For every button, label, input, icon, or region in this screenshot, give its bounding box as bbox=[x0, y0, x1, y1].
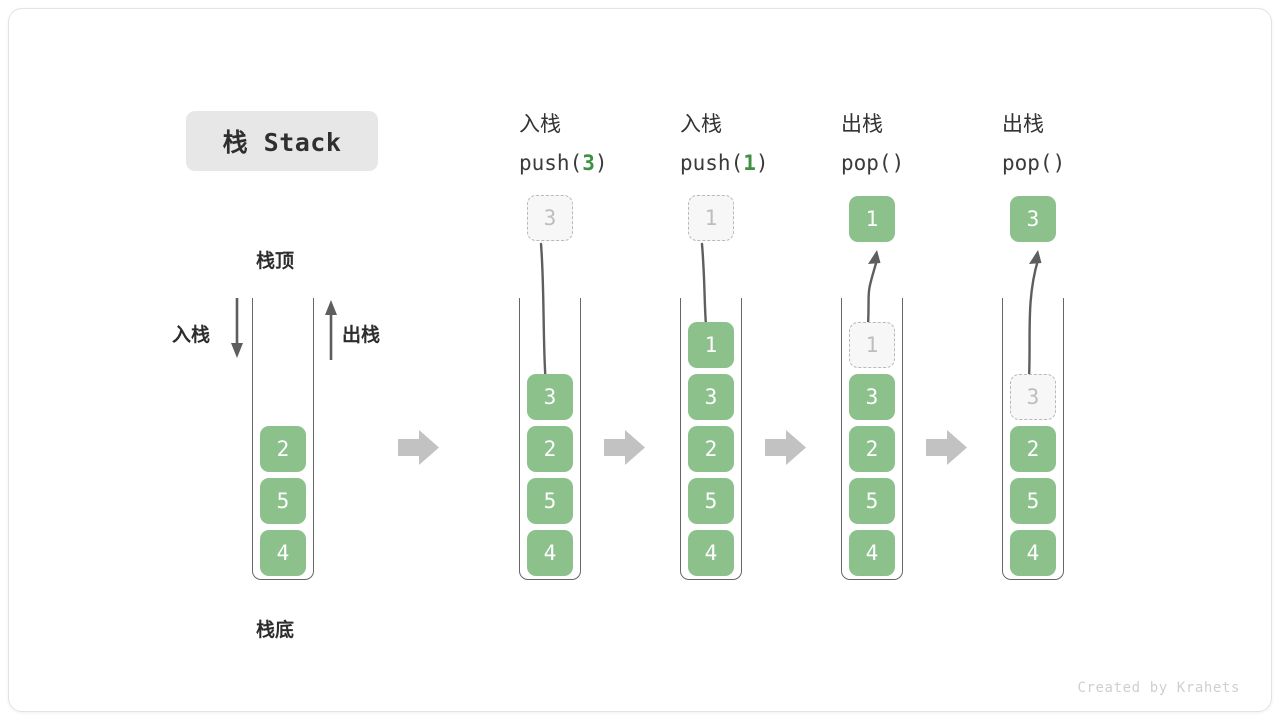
step-op-code: pop() bbox=[1002, 144, 1065, 182]
pending-push-value: 1 bbox=[688, 195, 734, 241]
step-op-code: push(3) bbox=[519, 144, 608, 182]
code-prefix: push( bbox=[519, 151, 583, 175]
stack-cell: 2 bbox=[527, 426, 573, 472]
step-op-label: 入栈 bbox=[519, 113, 561, 136]
code-suffix: ) bbox=[594, 151, 608, 175]
stack-cell-ghost: 1 bbox=[849, 322, 895, 368]
stack-cell: 1 bbox=[688, 322, 734, 368]
step-header-pop-3: 出栈 pop() bbox=[1002, 106, 1065, 182]
stack-cell: 2 bbox=[849, 426, 895, 472]
left-stack-container bbox=[252, 298, 314, 580]
stack-cell-ghost: 3 bbox=[1010, 374, 1056, 420]
code-suffix: ) bbox=[755, 151, 769, 175]
step-op-label: 出栈 bbox=[841, 113, 883, 136]
step-op-code: pop() bbox=[841, 144, 904, 182]
step-header-push-3: 入栈 push(3) bbox=[519, 106, 608, 182]
code-suffix: ) bbox=[891, 151, 905, 175]
step-op-label: 入栈 bbox=[680, 113, 722, 136]
step-separator-arrow-icon bbox=[765, 430, 806, 465]
stack-cell: 2 bbox=[260, 426, 306, 472]
stack-cell: 4 bbox=[688, 530, 734, 576]
left-push-label: 入栈 bbox=[172, 325, 211, 346]
stack-cell: 4 bbox=[849, 530, 895, 576]
stack-container-push-1 bbox=[680, 298, 742, 580]
step-separator-arrow-icon bbox=[604, 430, 645, 465]
stack-cell: 5 bbox=[527, 478, 573, 524]
code-argument: 1 bbox=[743, 151, 756, 175]
stack-cell: 3 bbox=[688, 374, 734, 420]
step-separator-arrow-icon bbox=[926, 430, 967, 465]
step-op-code: push(1) bbox=[680, 144, 769, 182]
step-op-label: 出栈 bbox=[1002, 113, 1044, 136]
stack-cell: 2 bbox=[1010, 426, 1056, 472]
popped-value: 1 bbox=[849, 196, 895, 242]
step-separator-arrow-icon bbox=[398, 430, 439, 465]
stack-container-push-3 bbox=[519, 298, 581, 580]
stack-cell: 3 bbox=[527, 374, 573, 420]
stack-cell: 5 bbox=[260, 478, 306, 524]
stack-cell: 5 bbox=[1010, 478, 1056, 524]
popped-value: 3 bbox=[1010, 196, 1056, 242]
stack-cell: 4 bbox=[527, 530, 573, 576]
code-prefix: pop( bbox=[1002, 151, 1053, 175]
stack-bottom-label: 栈底 bbox=[256, 620, 295, 641]
code-suffix: ) bbox=[1052, 151, 1066, 175]
left-push-arrow-icon bbox=[231, 298, 243, 358]
left-pop-arrow-icon bbox=[325, 300, 337, 360]
stack-container-pop-1 bbox=[841, 298, 903, 580]
step-header-push-1: 入栈 push(1) bbox=[680, 106, 769, 182]
code-argument: 3 bbox=[582, 151, 595, 175]
stack-top-label: 栈顶 bbox=[256, 251, 295, 272]
stack-container-pop-3 bbox=[1002, 298, 1064, 580]
diagram-title-badge: 栈 Stack bbox=[186, 111, 378, 171]
step-header-pop-1: 出栈 pop() bbox=[841, 106, 904, 182]
stack-cell: 4 bbox=[260, 530, 306, 576]
stack-cell: 2 bbox=[688, 426, 734, 472]
pending-push-value: 3 bbox=[527, 195, 573, 241]
code-prefix: pop( bbox=[841, 151, 892, 175]
stack-cell: 4 bbox=[1010, 530, 1056, 576]
code-prefix: push( bbox=[680, 151, 744, 175]
left-pop-label: 出栈 bbox=[342, 325, 381, 346]
stack-cell: 5 bbox=[688, 478, 734, 524]
stack-cell: 3 bbox=[849, 374, 895, 420]
stack-cell: 5 bbox=[849, 478, 895, 524]
watermark-credit: Created by Krahets bbox=[1077, 680, 1240, 696]
